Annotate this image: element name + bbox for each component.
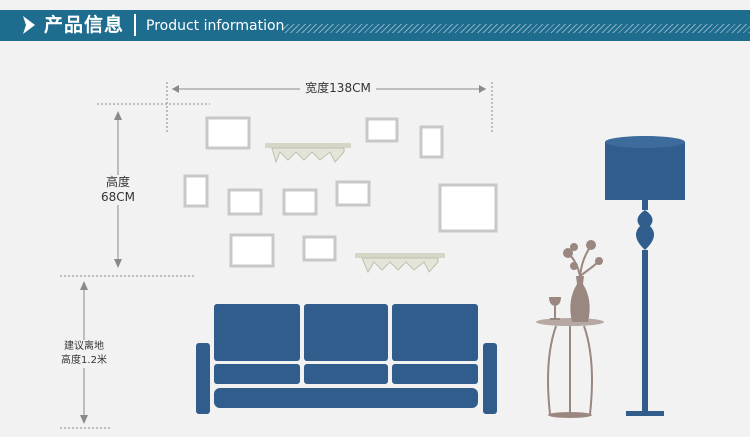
sofa — [196, 304, 497, 414]
side-table — [536, 318, 604, 418]
picture-frame — [337, 182, 369, 205]
wall-shelf — [355, 253, 445, 272]
floor-lamp — [605, 136, 685, 416]
picture-frame — [185, 176, 207, 206]
wine-glass — [549, 297, 561, 320]
floor-label-line2: 高度1.2米 — [56, 354, 112, 368]
picture-frames — [185, 118, 496, 266]
picture-frame — [421, 127, 442, 157]
floor-label-line1: 建议离地 — [56, 340, 112, 354]
picture-frame — [231, 235, 273, 266]
picture-frame — [440, 185, 496, 231]
height-label-line2: 68CM — [95, 190, 141, 205]
height-label-line1: 高度 — [95, 175, 141, 190]
height-dimension-label: 高度 68CM — [95, 175, 141, 205]
picture-frame — [229, 190, 261, 214]
picture-frame — [207, 118, 249, 148]
wall-shelf — [265, 143, 351, 162]
floor-height-label: 建议离地 高度1.2米 — [56, 340, 112, 368]
width-dimension-label: 宽度138CM — [300, 80, 376, 96]
picture-frame — [284, 190, 316, 214]
picture-frame — [304, 237, 335, 260]
vase-with-flowers — [563, 240, 603, 322]
picture-frame — [367, 119, 397, 141]
